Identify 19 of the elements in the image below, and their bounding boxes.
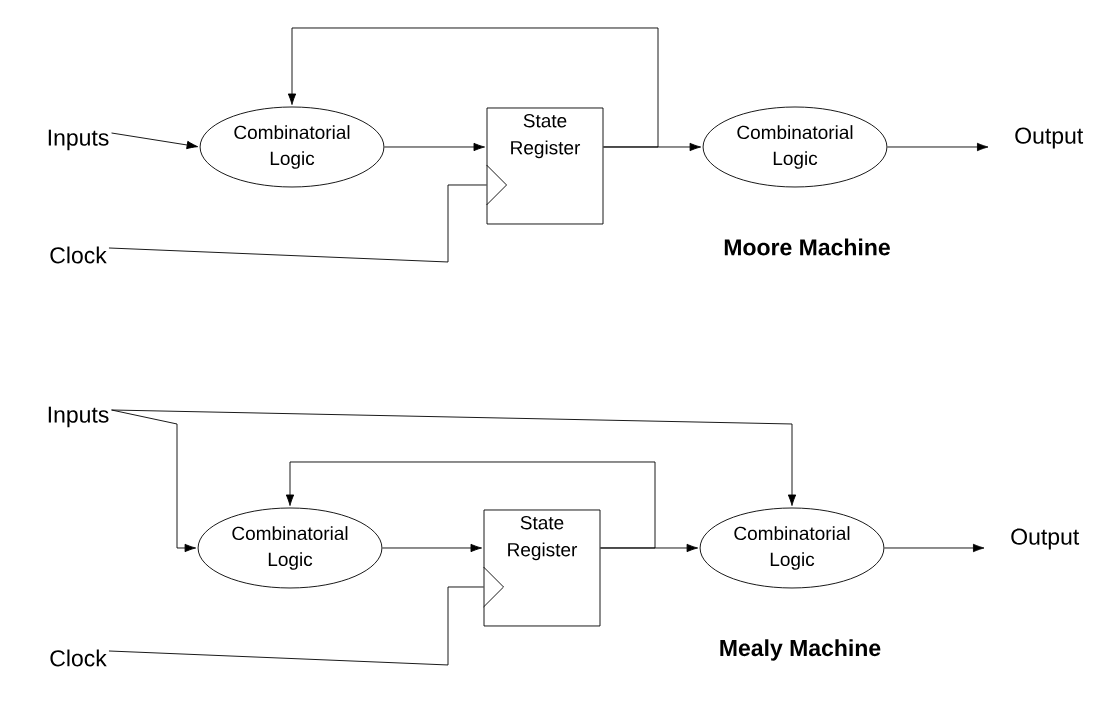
signal-label: Output	[1015, 127, 1084, 149]
arrow	[111, 132, 199, 150]
arrow	[111, 409, 197, 553]
register-box: State Register	[483, 509, 601, 627]
arrow	[287, 27, 659, 148]
arrow	[111, 409, 797, 506]
arrow	[383, 142, 485, 152]
arrow	[285, 461, 656, 549]
machine-title: Moore Machine	[724, 238, 890, 256]
arrow	[381, 543, 482, 553]
signal-label: Inputs	[48, 406, 109, 428]
machine-title: Mealy Machine	[720, 639, 881, 661]
signal-label: Inputs	[48, 129, 109, 151]
signal-label: Clock	[50, 649, 107, 667]
signal-label: Output	[1011, 528, 1080, 550]
arrow	[886, 142, 989, 152]
signal-label: Clock	[50, 246, 107, 264]
arrow	[883, 543, 985, 553]
register-box: State Register	[486, 107, 604, 225]
